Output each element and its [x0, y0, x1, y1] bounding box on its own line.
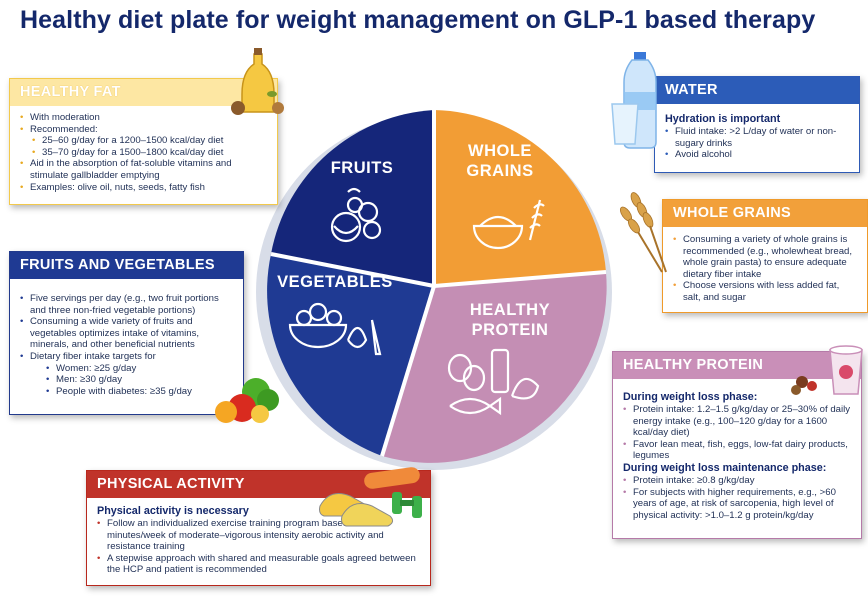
water-panel: WATER Hydration is important Fluid intak…	[654, 76, 860, 173]
list-item: A stepwise approach with shared and meas…	[97, 553, 420, 576]
list-item: For subjects with higher requirements, e…	[623, 487, 851, 522]
list-item: Women: ≥25 g/day	[46, 363, 233, 375]
plate-vegetables-segment	[267, 254, 434, 456]
list-item: People with diabetes: ≥35 g/day	[46, 386, 233, 398]
fruits-vegetables-panel: FRUITS AND VEGETABLES Five servings per …	[9, 251, 244, 415]
fruits-vegetables-header: FRUITS AND VEGETABLES	[10, 252, 243, 279]
list-item: Consuming a wide variety of fruits and v…	[20, 316, 233, 351]
plate-label-grains: GRAINS	[466, 162, 534, 180]
plate-label-fruits: FRUITS	[330, 159, 394, 177]
protein-loss-subheading: During weight loss phase:	[623, 391, 758, 403]
yogurt-nuts-icon	[791, 345, 863, 395]
vegetable-bowl-icon	[288, 302, 382, 356]
healthy-fat-title: HEALTHY FAT	[20, 84, 121, 100]
water-bottle-icon	[611, 52, 657, 149]
fruits-vegetables-icon	[215, 378, 279, 423]
plate-label-healthy: HEALTHY	[469, 301, 551, 319]
list-item: Protein intake: 1.2–1.5 g/kg/day or 25–3…	[623, 404, 851, 439]
list-item: Avoid alcohol	[665, 149, 849, 161]
physical-activity-panel: PHYSICAL ACTIVITY Physical activity is n…	[86, 470, 431, 586]
plate-label-whole: WHOLE	[468, 142, 532, 160]
list-item: Examples: olive oil, nuts, seeds, fatty …	[20, 182, 267, 194]
list-item: 25–60 g/day for a 1200–1500 kcal/day die…	[32, 135, 267, 147]
grain-bowl-icon	[472, 199, 545, 250]
list-item: Fluid intake: >2 L/day of water or non-s…	[665, 126, 849, 149]
list-item: Men: ≥30 g/day	[46, 374, 233, 386]
exercise-equipment-icon	[319, 467, 422, 527]
whole-grains-panel: WHOLE GRAINS Consuming a variety of whol…	[662, 199, 868, 313]
healthy-fat-panel: HEALTHY FAT With moderation Recommended:…	[9, 78, 278, 205]
plate-whole-grains-segment	[434, 110, 606, 286]
whole-grains-header: WHOLE GRAINS	[663, 200, 867, 227]
plate-protein-segment	[382, 272, 607, 463]
list-item: Aid in the absorption of fat-soluble vit…	[20, 158, 267, 181]
page-title: Healthy diet plate for weight management…	[20, 6, 816, 34]
list-item: With moderation	[20, 112, 267, 124]
list-item: Follow an individualized exercise traini…	[97, 518, 420, 553]
protein-maintenance-subheading: During weight loss maintenance phase:	[623, 461, 827, 474]
protein-foods-icon	[447, 348, 540, 416]
healthy-protein-panel: HEALTHY PROTEIN During weight loss phase…	[612, 351, 862, 539]
plate-label-protein-text: PROTEIN	[471, 321, 549, 339]
list-item: Protein intake: ≥0.8 g/kg/day	[623, 475, 851, 487]
plate-label-vegetables: VEGETABLES	[277, 273, 393, 291]
wheat-icon	[619, 192, 667, 273]
list-item: Dietary fiber intake targets for	[20, 351, 233, 363]
water-header: WATER	[655, 77, 859, 104]
fruit-basket-icon	[330, 187, 382, 243]
healthy-protein-header: HEALTHY PROTEIN	[613, 352, 861, 379]
list-item: Five servings per day (e.g., two fruit p…	[20, 293, 233, 316]
list-item: Choose versions with less added fat, sal…	[673, 280, 857, 303]
plate-label-protein: HEALTHY PROTEIN	[455, 300, 565, 340]
list-item: Recommended:	[20, 124, 267, 136]
healthy-fat-header: HEALTHY FAT	[10, 79, 277, 106]
list-item: Consuming a variety of whole grains is r…	[673, 234, 857, 280]
water-subheading: Hydration is important	[665, 113, 781, 125]
list-item: Favor lean meat, fish, eggs, low-fat dai…	[623, 439, 851, 462]
list-item: 35–70 g/day for a 1500–1800 kcal/day die…	[32, 147, 267, 159]
olive-oil-icon	[231, 48, 284, 115]
physical-activity-subheading: Physical activity is necessary	[97, 505, 249, 517]
plate-label-whole-grains: WHOLE GRAINS	[455, 141, 545, 181]
